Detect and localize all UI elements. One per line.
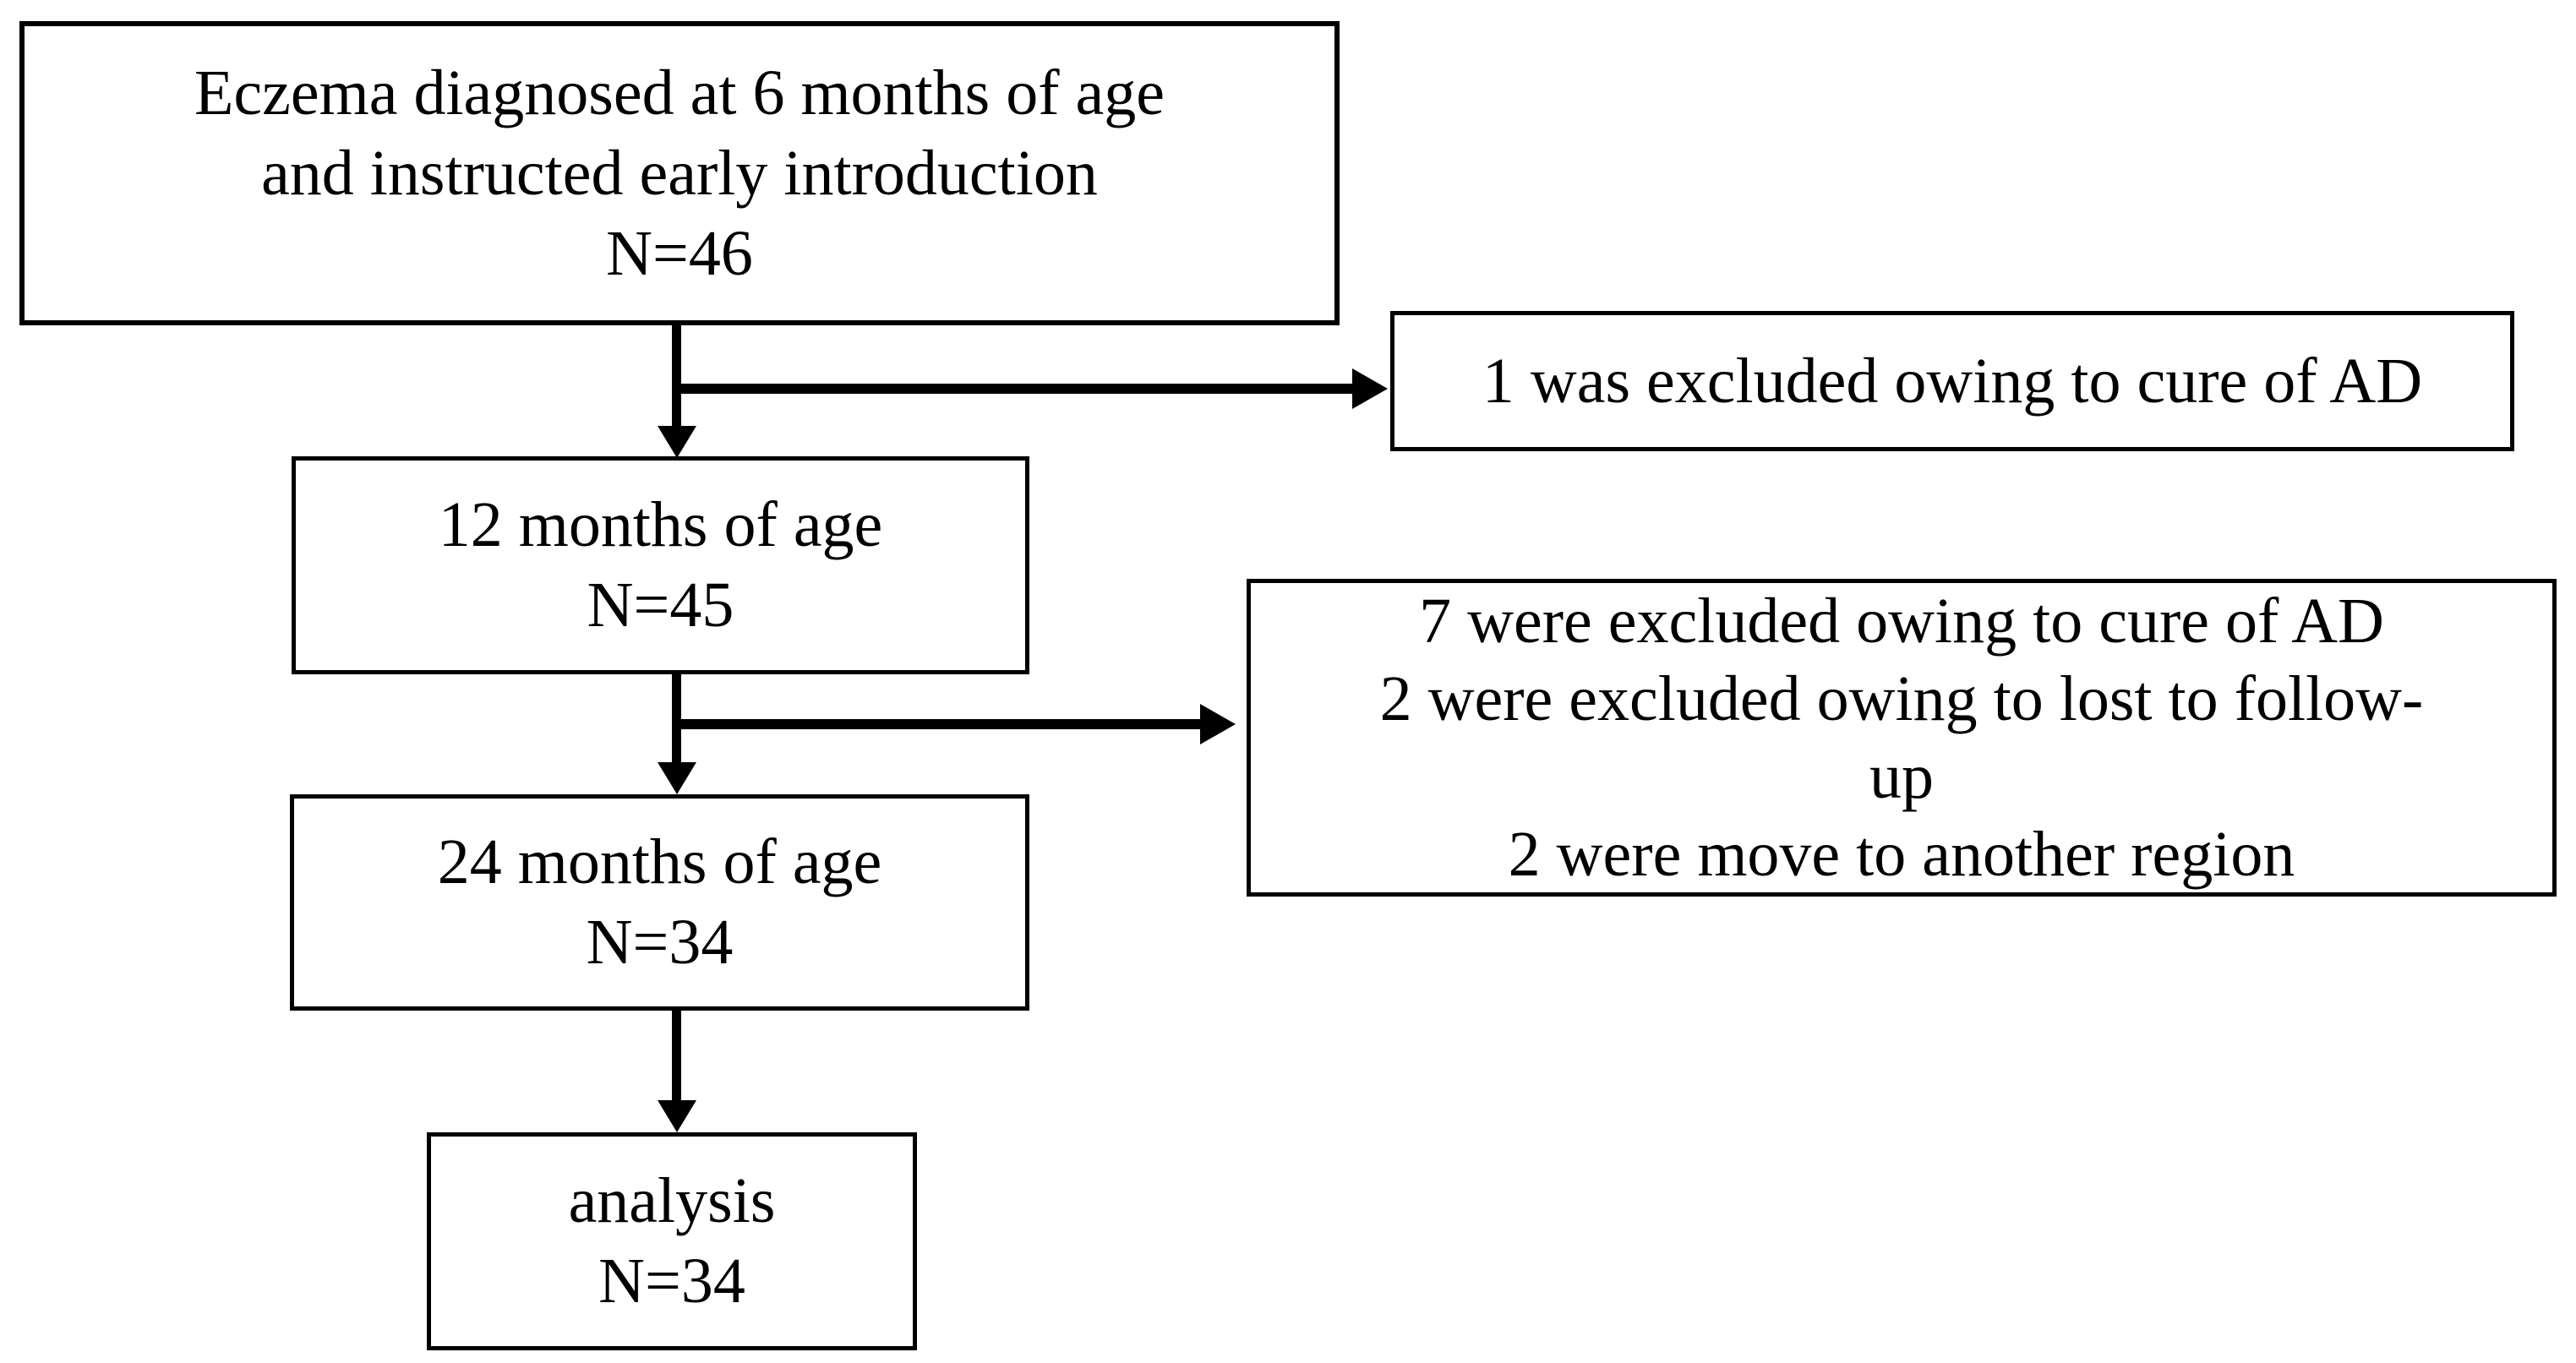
box-excluded-2-line-4: 2 were move to another region: [1508, 819, 2295, 890]
box-12-months: 12 months of age N=45: [292, 456, 1029, 674]
box-analysis: analysis N=34: [427, 1132, 917, 1350]
box-enrollment-count: N=46: [606, 217, 753, 289]
box-excluded-2: 7 were excluded owing to cure of AD 2 we…: [1247, 579, 2557, 897]
box-analysis-line-1: analysis: [568, 1165, 776, 1236]
box-enrollment-line-1: Eczema diagnosed at 6 months of age: [194, 57, 1165, 128]
box-analysis-count: N=34: [598, 1246, 745, 1317]
arrow-right-head-icon: [1352, 368, 1388, 409]
arrow-down-head-icon: [658, 762, 696, 794]
box-24-months-count: N=34: [586, 907, 734, 978]
box-enrollment-line-2: and instructed early introduction: [261, 137, 1098, 209]
box-excluded-2-line-3: up: [1869, 741, 1934, 812]
box-enrollment: Eczema diagnosed at 6 months of age and …: [19, 21, 1340, 325]
arrow-down-head-icon: [658, 1100, 696, 1132]
box-12-months-line-1: 12 months of age: [438, 489, 883, 560]
arrow-enrollment-to-12months-shaft: [672, 325, 681, 427]
arrow-24months-to-analysis-shaft: [672, 1008, 681, 1101]
arrow-down-head-icon: [658, 426, 696, 458]
box-24-months: 24 months of age N=34: [290, 794, 1029, 1011]
box-excluded-2-line-1: 7 were excluded owing to cure of AD: [1419, 586, 2384, 657]
box-excluded-2-line-2: 2 were excluded owing to lost to follow-: [1379, 663, 2424, 734]
box-excluded-1-line-1: 1 was excluded owing to cure of AD: [1482, 345, 2423, 417]
box-12-months-count: N=45: [587, 570, 734, 641]
arrow-12months-to-24months-shaft: [672, 672, 681, 763]
arrow-branch-to-excluded1-shaft: [672, 384, 1352, 394]
box-excluded-1: 1 was excluded owing to cure of AD: [1390, 311, 2514, 451]
box-24-months-line-1: 24 months of age: [437, 826, 882, 897]
arrow-right-head-icon: [1200, 704, 1236, 744]
arrow-branch-to-excluded2-shaft: [672, 719, 1200, 729]
